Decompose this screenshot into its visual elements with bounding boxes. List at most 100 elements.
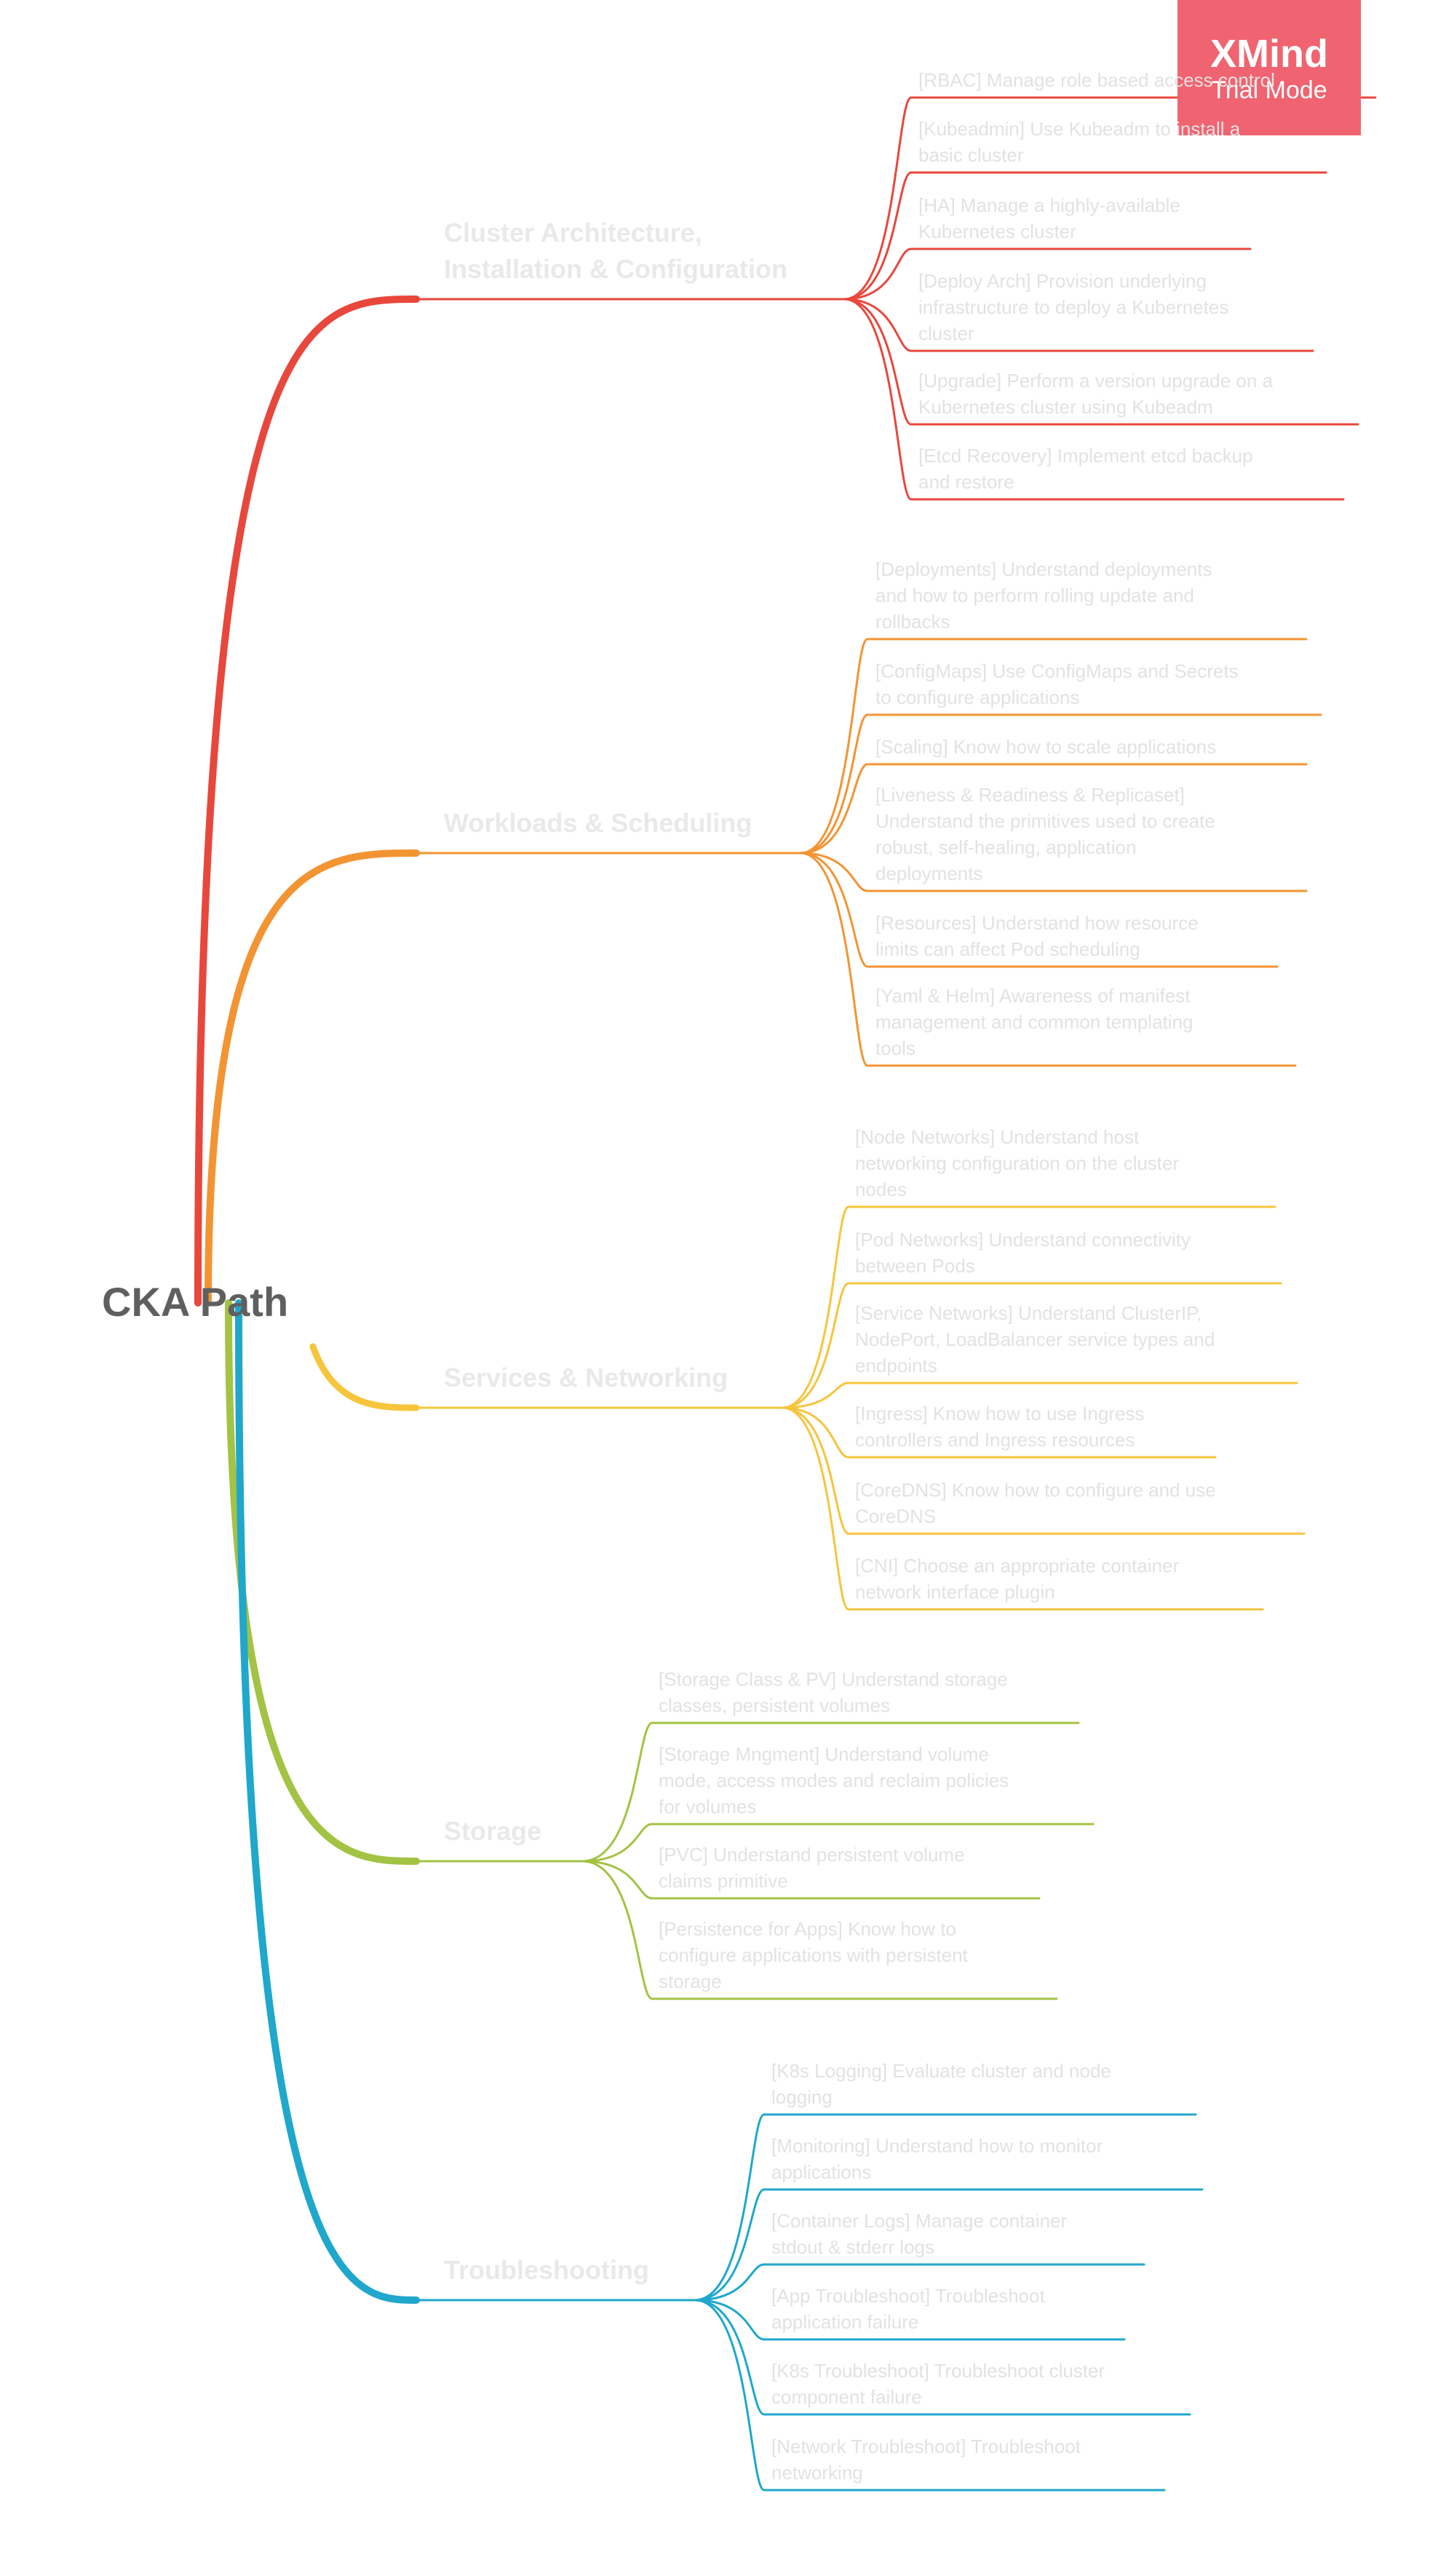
leaf-topic-line: [PVC] Understand persistent volume: [659, 1844, 965, 1866]
leaf-topic[interactable]: [PVC] Understand persistent volume claims…: [659, 1842, 965, 1894]
leaf-topic[interactable]: [Storage Mngment] Understand volume mode,…: [659, 1741, 1009, 1820]
branch-title-line: Workloads & Scheduling: [444, 808, 752, 838]
leaf-topic-line: [Persistence for Apps] Know how to: [659, 1918, 956, 1940]
branch-title[interactable]: Services & Networking: [444, 1360, 728, 1396]
leaf-topic-line: network interface plugin: [855, 1581, 1055, 1603]
leaf-topic-line: and restore: [918, 471, 1014, 493]
leaf-topic-line: mode, access modes and reclaim policies: [659, 1769, 1009, 1791]
leaf-connector: [781, 1406, 1264, 1611]
leaf-connector: [843, 247, 1252, 301]
leaf-connector: [799, 852, 1308, 892]
leaf-topic-line: applications: [771, 2161, 872, 2183]
leaf-topic-line: application failure: [771, 2311, 919, 2333]
leaf-connector: [799, 852, 1279, 968]
leaf-topic-line: [Service Networks] Understand ClusterIP,: [855, 1302, 1202, 1324]
branch-title[interactable]: Troubleshooting: [444, 2252, 649, 2288]
leaf-topic-line: logging: [771, 2086, 833, 2108]
badge-brand: XMind: [1210, 32, 1328, 76]
leaf-connector: [694, 2299, 1191, 2416]
leaf-connector: [694, 2188, 1204, 2302]
leaf-connector: [581, 1823, 1095, 1863]
leaf-topic-line: [Yaml & Helm] Awareness of manifest: [875, 985, 1191, 1007]
leaf-topic-line: [Pod Networks] Understand connectivity: [855, 1229, 1191, 1251]
leaf-topic[interactable]: [Deploy Arch] Provision underlying infras…: [918, 268, 1228, 346]
leaf-connector: [799, 638, 1308, 855]
leaf-connector: [694, 2113, 1197, 2302]
branch-connector: [309, 1343, 420, 1411]
leaf-topic-line: [Upgrade] Perform a version upgrade on a: [918, 370, 1274, 392]
leaf-topic-line: management and common templating: [875, 1011, 1193, 1033]
branch-title-line: Storage: [444, 1816, 542, 1846]
leaf-topic-line: limits can affect Pod scheduling: [875, 938, 1140, 960]
leaf-topic-line: cluster: [918, 322, 974, 344]
leaf-connector: [694, 2263, 1145, 2302]
leaf-topic[interactable]: [App Troubleshoot] Troubleshoot applicati…: [771, 2283, 1045, 2335]
leaf-connector: [799, 763, 1308, 855]
leaf-topic-line: [App Troubleshoot] Troubleshoot: [771, 2285, 1045, 2307]
leaf-topic[interactable]: [Scaling] Know how to scale applications: [875, 734, 1216, 760]
leaf-topic-line: CoreDNS: [855, 1505, 937, 1527]
leaf-topic-line: [Resources] Understand how resource: [875, 912, 1199, 934]
leaf-connector: [799, 852, 1297, 1067]
leaf-topic-line: [Scaling] Know how to scale applications: [875, 736, 1217, 758]
leaf-topic-line: Kubernetes cluster: [918, 221, 1076, 242]
leaf-topic-line: infrastructure to deploy a Kubernetes: [918, 296, 1229, 318]
root-topic[interactable]: CKA Path: [102, 1279, 289, 1325]
branch-title-line: Installation & Configuration: [444, 254, 787, 284]
leaf-topic-line: nodes: [855, 1178, 907, 1200]
leaf-topic[interactable]: [Resources] Understand how resource limit…: [875, 910, 1199, 962]
branch-title[interactable]: Cluster Architecture, Installation & Conf…: [444, 215, 787, 288]
leaf-topic-line: NodePort, LoadBalancer service types and: [855, 1328, 1215, 1350]
leaf-topic[interactable]: [Service Networks] Understand ClusterIP,…: [855, 1300, 1215, 1379]
leaf-topic-line: [Node Networks] Understand host: [855, 1126, 1140, 1148]
branch-title[interactable]: Storage: [444, 1813, 541, 1850]
leaf-topic[interactable]: [Yaml & Helm] Awareness of manifest manag…: [875, 983, 1193, 1061]
leaf-topic-line: claims primitive: [659, 1870, 788, 1892]
leaf-topic[interactable]: [Liveness & Readiness & Replicaset]Under…: [875, 782, 1215, 887]
leaf-connector: [843, 298, 1345, 501]
leaf-topic-line: [Kubeadmin] Use Kubeadm to install a: [918, 118, 1241, 140]
branch-title-line: Services & Networking: [444, 1363, 728, 1392]
branch-title-line: Cluster Architecture,: [444, 218, 702, 247]
leaf-topic-line: [K8s Troubleshoot] Troubleshoot cluster: [771, 2360, 1105, 2382]
leaf-connector: [843, 298, 1359, 426]
leaf-connector: [694, 2299, 1166, 2492]
leaf-topic-line: [Network Troubleshoot] Troubleshoot: [771, 2436, 1081, 2457]
leaf-topic[interactable]: [RBAC] Manage role based access control: [918, 67, 1275, 93]
leaf-topic-line: between Pods: [855, 1255, 975, 1277]
leaf-connector: [781, 1406, 1306, 1535]
leaf-topic-line: [Deploy Arch] Provision underlying: [918, 270, 1207, 292]
leaf-topic-line: for volumes: [659, 1796, 757, 1818]
leaf-topic-line: basic cluster: [918, 144, 1024, 166]
branch-connector: [235, 1299, 420, 2304]
leaf-connector: [781, 1406, 1217, 1459]
leaf-topic-line: [Storage Mngment] Understand volume: [659, 1743, 989, 1765]
leaf-topic[interactable]: [Upgrade] Perform a version upgrade on a…: [918, 368, 1273, 420]
leaf-connector: [781, 1282, 1282, 1409]
leaf-topic-line: stdout & stderr logs: [771, 2236, 934, 2258]
leaf-topic-line: [Liveness & Readiness & Replicaset]: [875, 784, 1185, 806]
leaf-topic-line: [CNI] Choose an appropriate container: [855, 1555, 1180, 1577]
leaf-topic[interactable]: [Kubeadmin] Use Kubeadm to install a basi…: [918, 116, 1240, 168]
leaf-topic[interactable]: [CNI] Choose an appropriate container net…: [855, 1553, 1179, 1605]
leaf-connector: [581, 1721, 1080, 1863]
leaf-topic[interactable]: [Pod Networks] Understand connectivity be…: [855, 1226, 1191, 1279]
branch-title[interactable]: Workloads & Scheduling: [444, 805, 752, 841]
leaf-topic-line: rollbacks: [875, 611, 950, 633]
